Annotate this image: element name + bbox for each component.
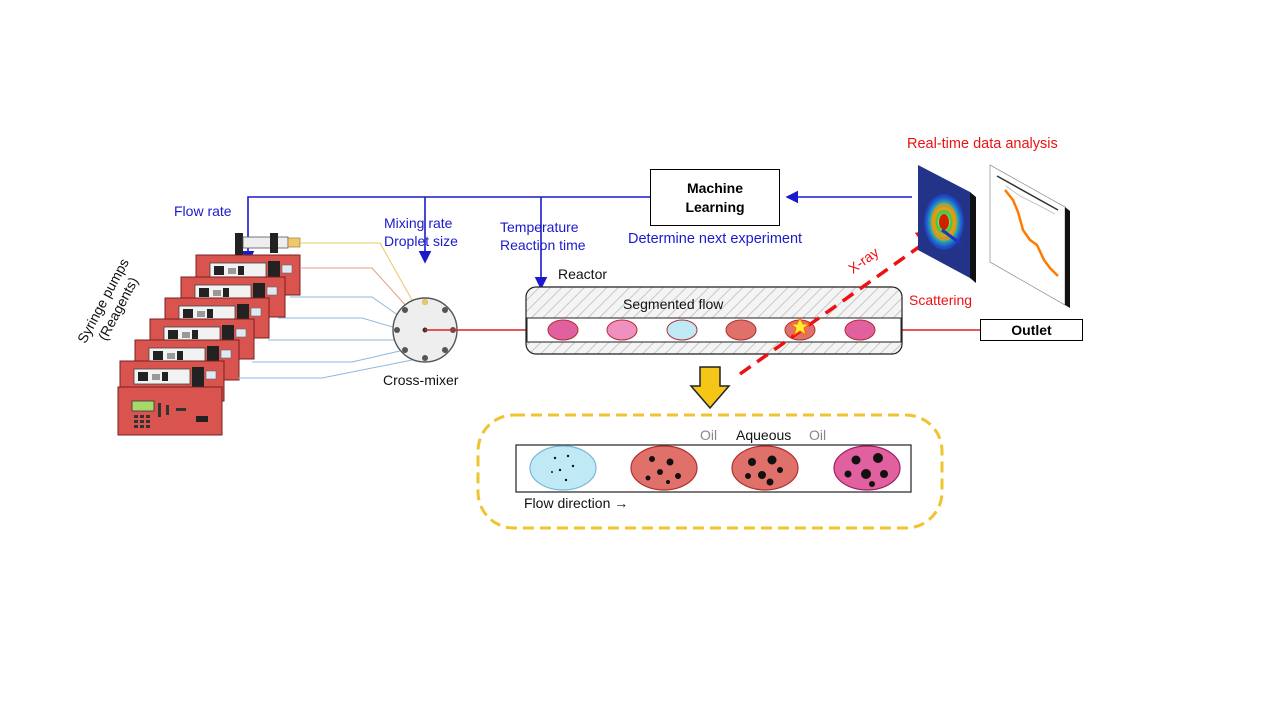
outlet-label: Outlet	[1011, 322, 1052, 338]
flow-direction-label: Flow direction →	[524, 495, 629, 511]
pump-tubing	[238, 242, 413, 379]
syringe-pump-icon	[117, 233, 301, 436]
scattering-label: Scattering	[909, 292, 973, 308]
oil-right-label: Oil	[809, 427, 827, 443]
droplet	[844, 319, 876, 341]
zoom-droplet	[529, 445, 597, 491]
droplet	[606, 319, 638, 341]
droplet	[547, 319, 579, 341]
realtime-analysis-label: Real-time data analysis	[907, 136, 1058, 152]
down-arrow-icon	[689, 366, 731, 410]
droplet-size-label: Droplet size	[384, 233, 458, 249]
machine-learning-label: Machine Learning	[685, 180, 745, 215]
zoom-droplet	[630, 445, 698, 491]
data-plot-icon	[989, 164, 1070, 308]
xray-detector-icon	[918, 165, 976, 283]
cross-mixer-label: Cross-mixer	[383, 372, 459, 388]
oil-left-label: Oil	[700, 427, 718, 443]
aqueous-label: Aqueous	[736, 427, 792, 443]
syringe-barrel	[235, 233, 301, 255]
segmented-flow-label: Segmented flow	[623, 296, 724, 312]
xray-beam	[738, 227, 946, 376]
determine-next-label: Determine next experiment	[628, 231, 803, 247]
flow-rate-label: Flow rate	[174, 203, 232, 219]
droplet	[725, 319, 757, 341]
outlet-box: Outlet	[980, 319, 1083, 341]
reaction-time-label: Reaction time	[500, 237, 586, 253]
mixing-rate-label: Mixing rate	[384, 215, 453, 231]
reactor-label: Reactor	[558, 266, 608, 282]
zoom-droplets	[529, 445, 901, 491]
machine-learning-box: Machine Learning	[650, 169, 780, 226]
pump-controller	[117, 386, 223, 436]
droplet	[666, 319, 698, 341]
zoom-droplet	[731, 445, 799, 491]
temperature-label: Temperature	[500, 219, 579, 235]
zoom-droplet	[833, 445, 901, 491]
